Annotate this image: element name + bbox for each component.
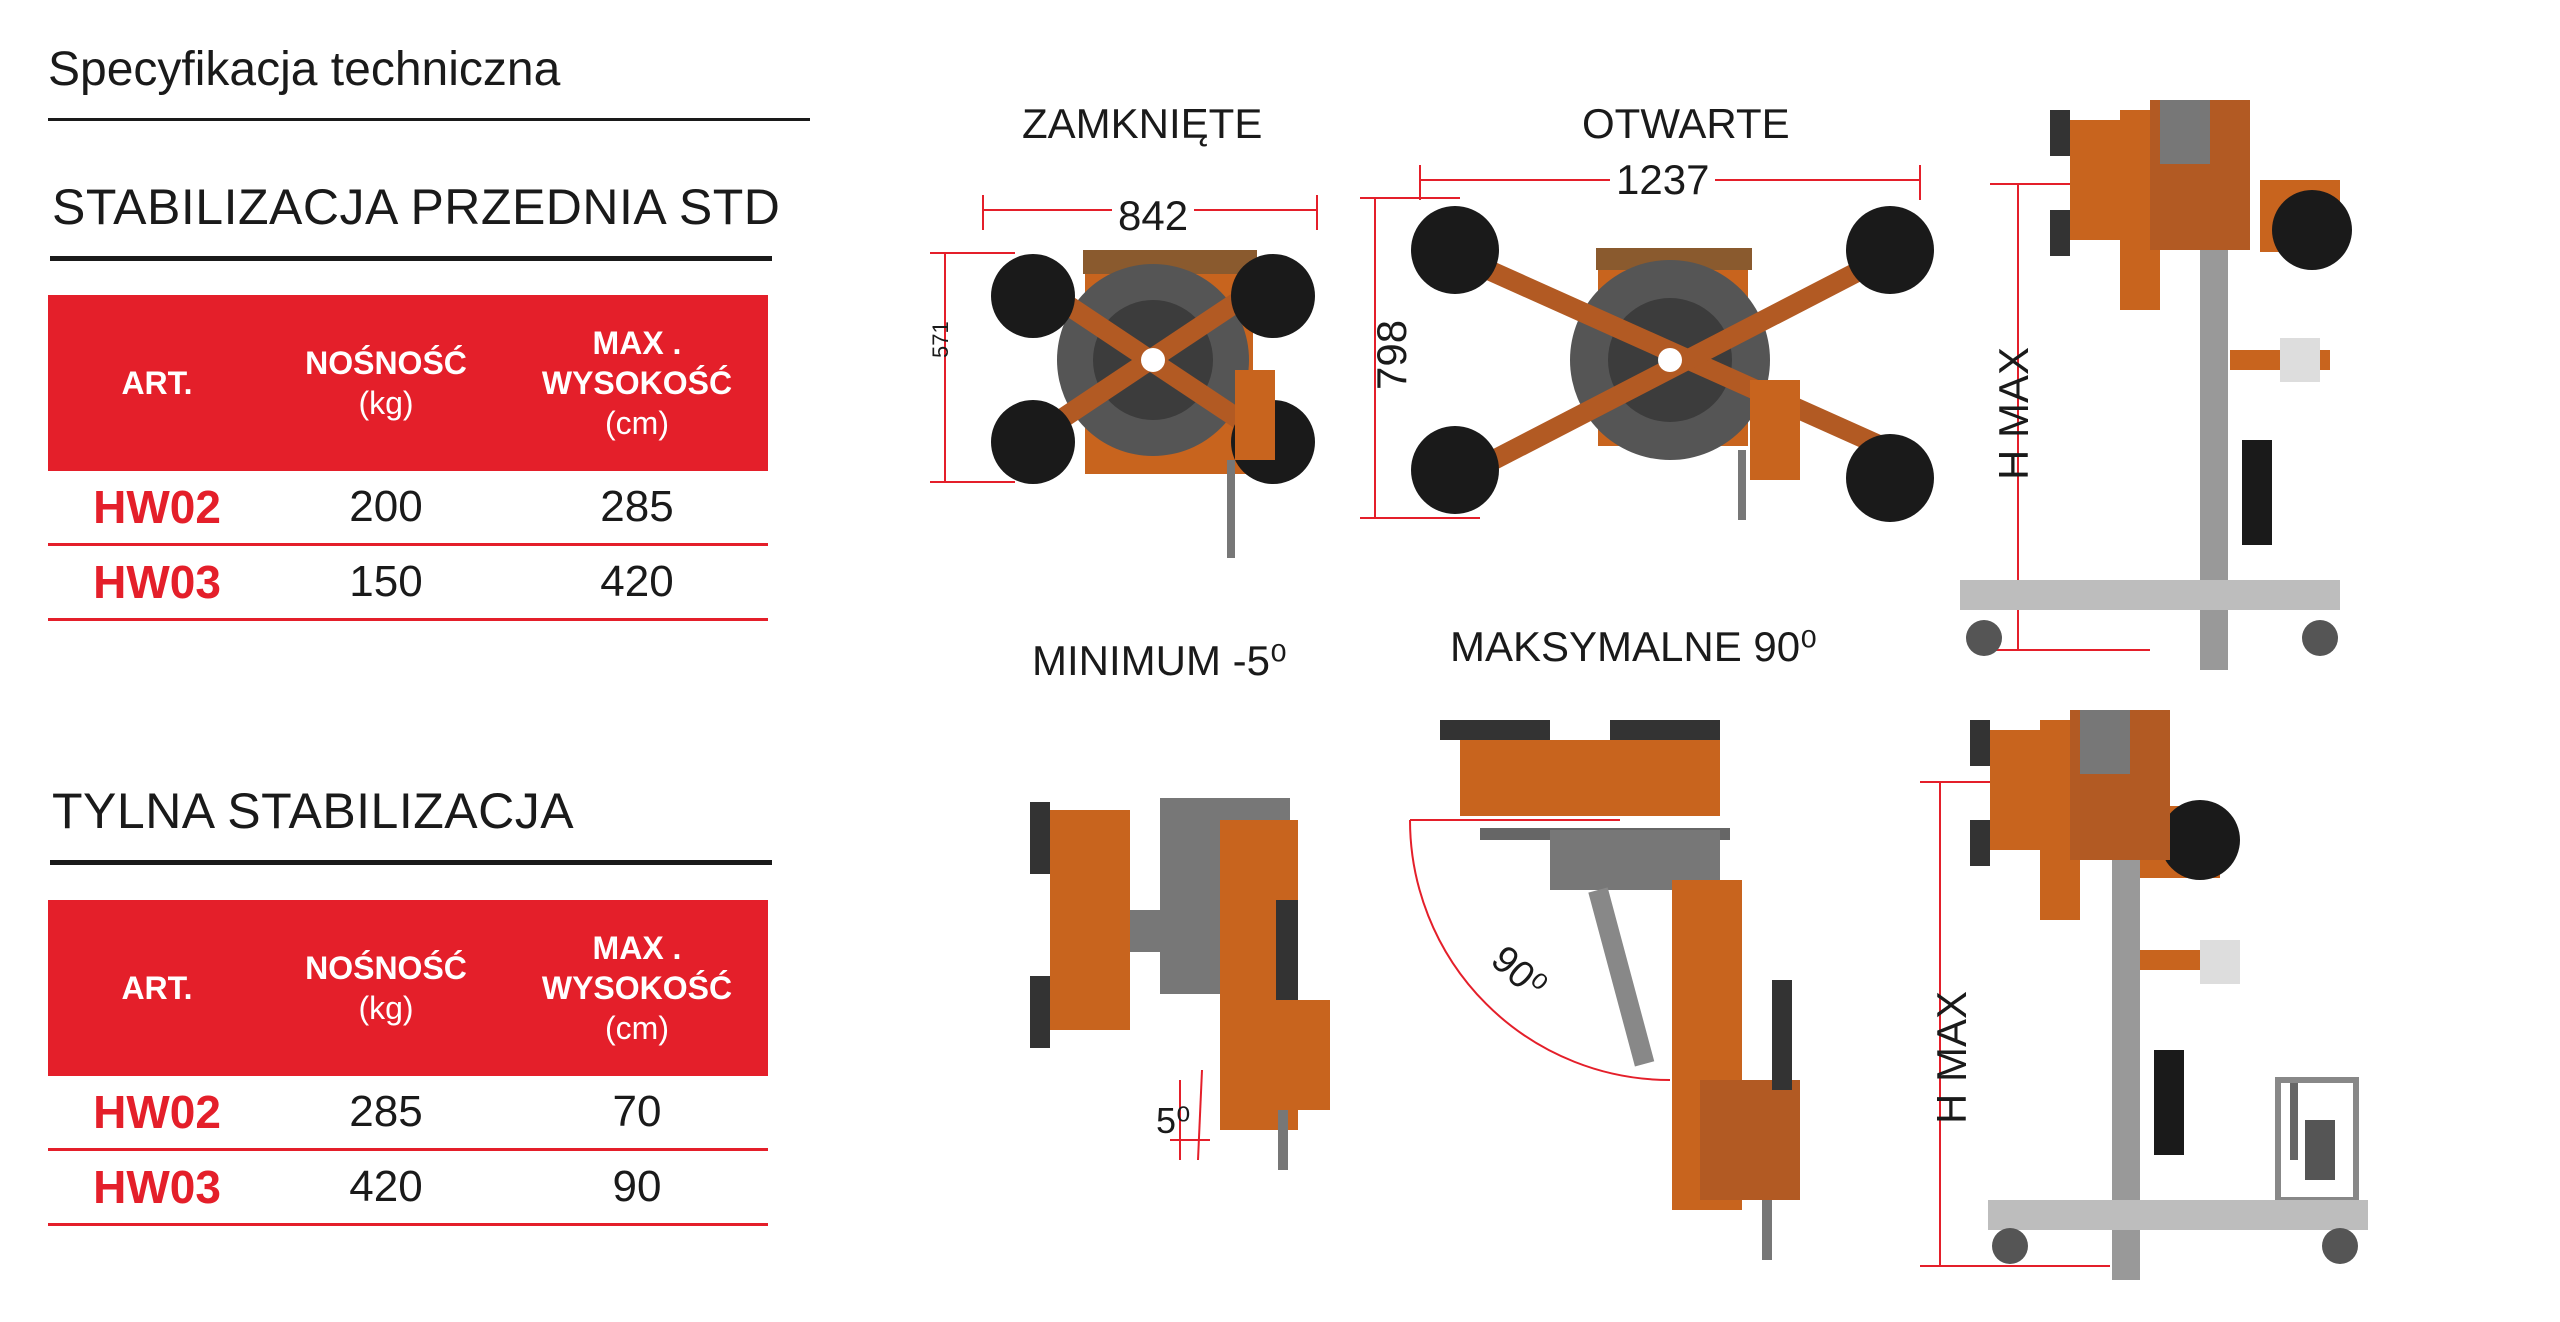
section-title-rear: TYLNA STABILIZACJA bbox=[52, 783, 575, 839]
diagram-side-front bbox=[1960, 100, 2352, 670]
header-height-unit: (cm) bbox=[605, 1010, 669, 1046]
cell-art: HW03 bbox=[93, 556, 221, 608]
cell-height: 70 bbox=[612, 1087, 662, 1136]
header-height-l2: WYSOKOŚĆ bbox=[541, 970, 733, 1006]
label-side-front: H MAX bbox=[1990, 346, 2037, 480]
section-title-front: STABILIZACJA PRZEDNIA STD bbox=[52, 179, 781, 235]
header-art: ART. bbox=[121, 365, 193, 401]
header-height: MAX . WYSOKOŚĆ (cm) bbox=[506, 323, 768, 443]
dim-closed-width: 842 bbox=[1112, 192, 1195, 240]
header-height-l1: MAX . bbox=[592, 930, 682, 966]
dim-open-height: 798 bbox=[1368, 319, 1415, 390]
table-row: HW02 200 285 bbox=[48, 471, 768, 546]
dim-open-width: 1237 bbox=[1610, 156, 1716, 204]
cell-art: HW03 bbox=[93, 1161, 221, 1213]
title-divider bbox=[48, 118, 810, 121]
spec-table-rear: ART. NOŚNOŚĆ (kg) MAX . WYSOKOŚĆ (cm) HW… bbox=[48, 900, 768, 1226]
header-art: ART. bbox=[121, 970, 193, 1006]
diagram-maximum bbox=[1409, 720, 1800, 1260]
header-capacity: NOŚNOŚĆ (kg) bbox=[266, 343, 506, 423]
table-row: HW03 150 420 bbox=[48, 546, 768, 621]
cell-capacity: 200 bbox=[349, 482, 423, 531]
cell-capacity: 285 bbox=[349, 1087, 423, 1136]
table-header: ART. NOŚNOŚĆ (kg) MAX . WYSOKOŚĆ (cm) bbox=[48, 900, 768, 1076]
header-capacity-label: NOŚNOŚĆ bbox=[305, 345, 467, 381]
angle-minimum: 5⁰ bbox=[1156, 1100, 1191, 1141]
cell-art: HW02 bbox=[93, 1086, 221, 1138]
label-closed: ZAMKNIĘTE bbox=[1022, 100, 1263, 147]
table-row: HW02 285 70 bbox=[48, 1076, 768, 1151]
table-row: HW03 420 90 bbox=[48, 1151, 768, 1226]
cell-height: 90 bbox=[612, 1162, 662, 1211]
header-capacity-unit: (kg) bbox=[358, 385, 414, 421]
header-capacity-label: NOŚNOŚĆ bbox=[305, 950, 467, 986]
cell-art: HW02 bbox=[93, 481, 221, 533]
diagram-open bbox=[1360, 165, 1934, 522]
header-height: MAX . WYSOKOŚĆ (cm) bbox=[506, 928, 768, 1048]
section-divider-front bbox=[50, 256, 772, 261]
table-header: ART. NOŚNOŚĆ (kg) MAX . WYSOKOŚĆ (cm) bbox=[48, 295, 768, 471]
cell-capacity: 150 bbox=[349, 557, 423, 606]
header-height-unit: (cm) bbox=[605, 405, 669, 441]
header-capacity-unit: (kg) bbox=[358, 990, 414, 1026]
label-open: OTWARTE bbox=[1582, 100, 1790, 147]
label-minimum: MINIMUM -5⁰ bbox=[1032, 637, 1287, 684]
diagram-side-rear bbox=[1920, 710, 2368, 1280]
label-side-rear: H MAX bbox=[1928, 990, 1975, 1124]
diagram-minimum bbox=[1030, 798, 1330, 1170]
section-divider-rear bbox=[50, 860, 772, 865]
spec-table-front: ART. NOŚNOŚĆ (kg) MAX . WYSOKOŚĆ (cm) HW… bbox=[48, 295, 768, 621]
cell-height: 420 bbox=[600, 557, 674, 606]
diagram-closed bbox=[930, 195, 1318, 558]
header-height-l2: WYSOKOŚĆ bbox=[541, 365, 733, 401]
label-maximum: MAKSYMALNE 90⁰ bbox=[1450, 623, 1817, 670]
cell-capacity: 420 bbox=[349, 1162, 423, 1211]
header-capacity: NOŚNOŚĆ (kg) bbox=[266, 948, 506, 1028]
cell-height: 285 bbox=[600, 482, 674, 531]
page-title: Specyfikacja techniczna bbox=[48, 43, 561, 96]
header-height-l1: MAX . bbox=[592, 325, 682, 361]
dim-closed-height: 571 bbox=[928, 321, 953, 358]
